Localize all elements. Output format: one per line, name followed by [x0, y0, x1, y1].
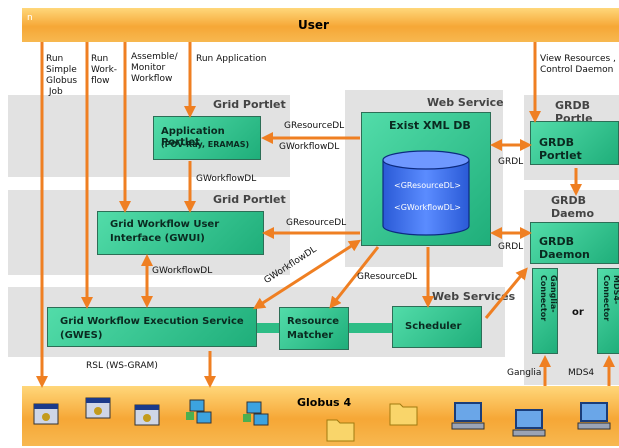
db-item-gworkflowdl: <GWorkflowDL> — [394, 203, 461, 212]
gwui-box: Grid Workflow User Interface (GWUI) — [97, 211, 264, 255]
application-portlet-title: Application Portlet — [161, 126, 225, 148]
label-view-resources: View Resources , Control Daemon — [540, 54, 616, 75]
globus-bar — [22, 386, 619, 446]
mds4-connector-box: MDS4- Connector — [597, 268, 619, 354]
label-run-simple-globus-job: Run Simple Globus Job — [46, 54, 78, 97]
edge-label-mds4: MDS4 — [568, 368, 595, 378]
or-label: or — [572, 307, 584, 318]
web-service-panel-title: Web Service — [427, 96, 504, 109]
edge-label-ganglia: Ganglia — [507, 368, 542, 378]
grid-portlet-panel-2-title: Grid Portlet — [213, 193, 286, 206]
grdb-daemon-panel-title: GRDB Daemo — [551, 194, 595, 220]
scheduler-box: Scheduler — [392, 306, 482, 348]
exist-db-title: Exist XML DB — [389, 119, 471, 132]
ganglia-connector-label: Ganglia- Connector — [539, 275, 558, 322]
user-bar — [22, 8, 619, 42]
grdb-daemon-box: GRDB Daemon — [530, 222, 619, 264]
label-assemble-monitor-workflow: Assemble/ Monitor Workflow — [131, 52, 178, 84]
grid-portlet-panel-1-title: Grid Portlet — [213, 98, 286, 111]
gwes-box: Grid Workflow Execution Service (GWES) — [47, 307, 257, 347]
user-bar-title: User — [298, 18, 329, 32]
db-item-gresourcedl: <GResourceDL> — [394, 181, 461, 190]
edge-label-gworkflowdl-2: GWorkflowDL — [196, 174, 257, 184]
edge-label-grdl-1: GRDL — [498, 157, 524, 167]
mds4-connector-label: MDS4- Connector — [602, 275, 619, 322]
grdb-portlet-box: GRDB Portlet — [530, 121, 619, 165]
resource-matcher-box: Resource Matcher — [279, 307, 349, 350]
exist-db-box: Exist XML DB — [361, 112, 491, 246]
edge-label-gresourcedl-3: GResourceDL — [357, 272, 418, 282]
globus-bar-title: Globus 4 — [297, 396, 352, 409]
edge-label-gresourcedl-2: GResourceDL — [286, 218, 347, 228]
ganglia-connector-box: Ganglia- Connector — [532, 268, 558, 354]
edge-label-gworkflowdl-3: GWorkflowDL — [152, 266, 213, 276]
edge-label-gworkflowdl-1: GWorkflowDL — [279, 142, 340, 152]
application-portlet-box: Application Portlet (POV-Ray, ERAMAS) — [153, 116, 261, 160]
web-services-panel-title: Web Services — [432, 290, 516, 303]
edge-label-grdl-2: GRDL — [498, 242, 524, 252]
label-run-application: Run Application — [196, 54, 267, 64]
edge-label-gresourcedl-1: GResourceDL — [284, 121, 345, 131]
application-portlet-subtitle: (POV-Ray, ERAMAS) — [161, 140, 250, 149]
label-run-workflow: Run Work- flow — [91, 54, 118, 86]
edge-label-rsl: RSL (WS-GRAM) — [86, 361, 158, 371]
user-bar-corner-text: n — [27, 13, 33, 23]
